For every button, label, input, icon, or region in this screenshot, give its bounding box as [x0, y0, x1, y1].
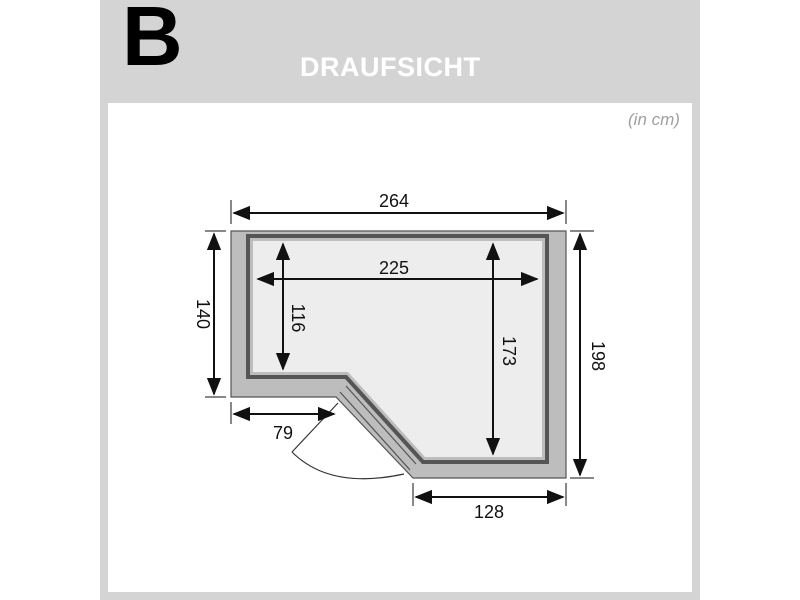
dimension-inner-right-depth: 173	[485, 242, 519, 456]
dimension-left-outer-depth: 140	[193, 230, 226, 398]
variant-letter: B	[122, 0, 183, 83]
label-left-outer-depth: 140	[193, 299, 213, 329]
header-bar: B DRAUFSICHT	[100, 0, 700, 102]
unit-label: (in cm)	[628, 110, 680, 129]
label-door-offset: 79	[273, 423, 293, 443]
dimension-door-offset: 79	[230, 402, 336, 443]
sauna-floor	[253, 241, 542, 457]
dimension-total-depth: 198	[570, 230, 608, 479]
label-inner-width: 225	[379, 258, 409, 278]
label-total-width: 264	[379, 191, 409, 211]
label-left-inner-depth: 116	[288, 304, 308, 333]
label-inner-right-depth: 173	[499, 336, 519, 366]
label-bottom-width: 128	[474, 502, 504, 522]
door-glass	[339, 385, 417, 471]
dimension-bottom-width: 128	[412, 483, 567, 522]
dimension-left-inner-depth: 116	[275, 242, 308, 371]
label-total-depth: 198	[588, 341, 608, 371]
inner-wall-line	[246, 234, 549, 464]
dimension-total-width: 264	[230, 191, 567, 224]
page-title: DRAUFSICHT	[300, 52, 481, 82]
